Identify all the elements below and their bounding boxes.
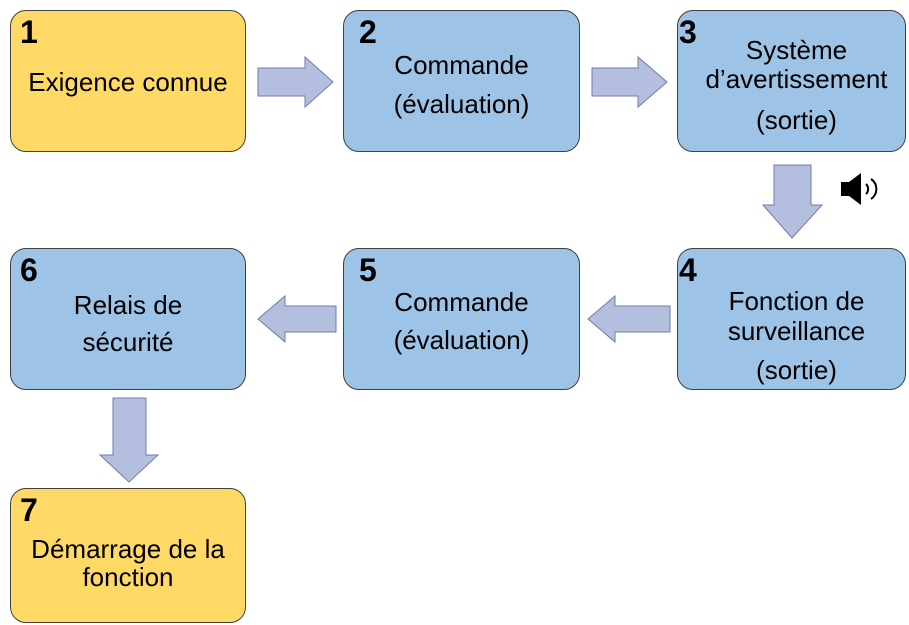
arrow-step-1-to-2 [257,55,334,109]
step-3-box: 3 Système d’avertissement (sortie) [677,10,906,152]
step-number: 7 [20,492,38,528]
step-text-line: Commande [394,50,529,80]
step-text-line: Système [745,35,848,65]
arrow-step-5-to-6 [257,294,337,344]
step-text-line: surveillance [727,316,866,346]
step-text-line: fonction [82,562,174,592]
step-text-line: Fonction de [728,286,865,316]
step-4-box: 4 Fonction de surveillance (sortie) [677,248,906,390]
step-text-line: Exigence connue [28,67,228,97]
step-number: 5 [359,252,377,288]
step-text-line: (évaluation) [393,325,530,355]
arrow-step-4-to-5 [587,294,671,344]
step-text-line: (sortie) [756,355,837,385]
step-text-line: (évaluation) [393,89,530,119]
step-5-box: 5 Commande (évaluation) [343,248,580,390]
step-text-line: Commande [394,287,529,317]
step-number: 1 [20,14,38,50]
step-7-box: 7 Démarrage de la fonction [10,488,246,623]
step-text-line: Relais de [73,290,183,320]
step-text-line: d’avertissement [705,64,888,94]
speaker-icon [841,173,878,205]
step-number: 4 [679,252,697,288]
step-text-line: Démarrage de la [31,534,225,564]
step-number: 6 [20,252,38,288]
step-6-box: 6 Relais de sécurité [10,248,246,390]
arrow-step-6-to-7 [98,397,160,483]
step-2-box: 2 Commande (évaluation) [343,10,580,152]
step-text-line: (sortie) [756,105,837,135]
step-number: 3 [679,14,697,50]
step-text-line: sécurité [82,327,174,357]
arrow-step-3-to-4 [761,164,824,239]
arrow-step-2-to-3 [591,55,668,109]
step-1-box: 1 Exigence connue [10,10,246,152]
step-number: 2 [359,14,377,50]
